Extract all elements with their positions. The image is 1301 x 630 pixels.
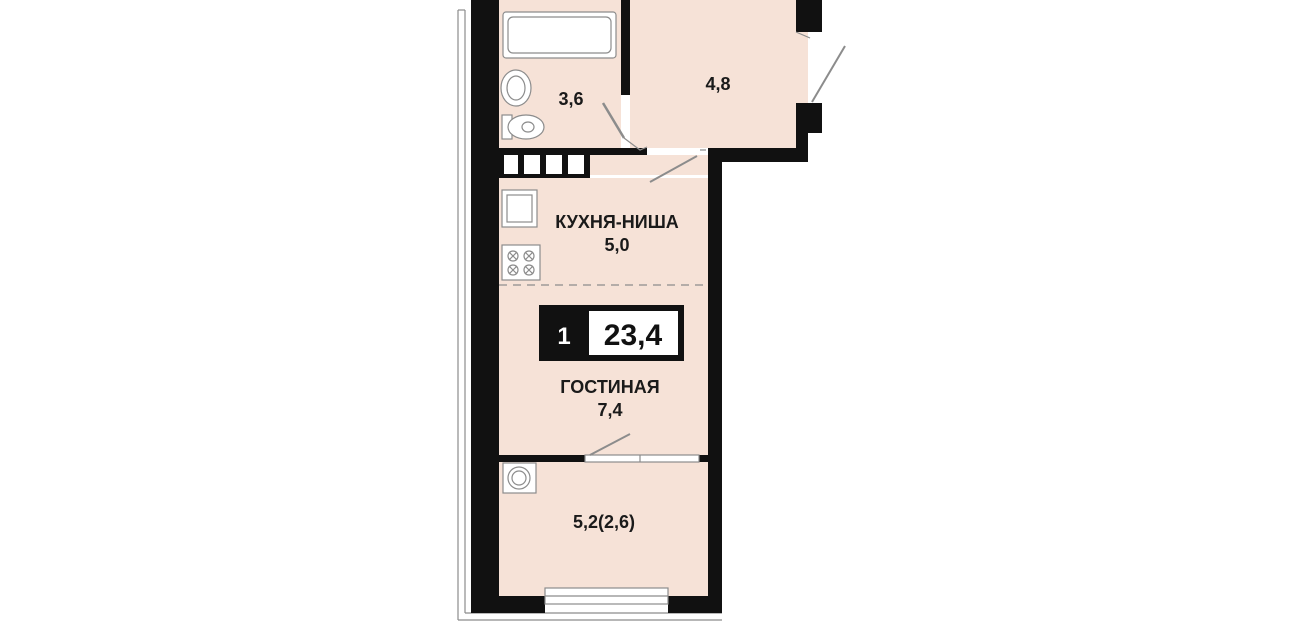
- kitchen-sink-icon: [501, 189, 538, 228]
- bathtub-icon: [502, 11, 617, 59]
- fixtures: [499, 11, 846, 605]
- floors: [499, 0, 808, 596]
- room-count: 1: [557, 323, 570, 350]
- hall-area: 4,8: [705, 74, 730, 94]
- area-badge: 1 23,4: [539, 305, 684, 361]
- toilet-icon: [501, 114, 545, 140]
- loggia-area: 5,2(2,6): [573, 512, 635, 532]
- loggia-window: [544, 587, 669, 605]
- living-name: ГОСТИНАЯ: [560, 377, 659, 397]
- hall-floor: [630, 0, 796, 148]
- hall-door: [649, 149, 706, 183]
- bathroom-door: [601, 102, 648, 151]
- sink-icon: [500, 69, 532, 107]
- washing-machine-icon: [502, 462, 537, 494]
- walls: [471, 0, 822, 613]
- entrance-door: [795, 31, 846, 103]
- kitchen-name: КУХНЯ-НИША: [555, 212, 679, 232]
- kitchen-area: 5,0: [604, 235, 629, 255]
- bathroom-area: 3,6: [558, 89, 583, 109]
- stove-icon: [501, 244, 541, 281]
- balcony-door: [584, 433, 700, 463]
- living-area: 7,4: [597, 400, 622, 420]
- total-area: 23,4: [604, 319, 663, 352]
